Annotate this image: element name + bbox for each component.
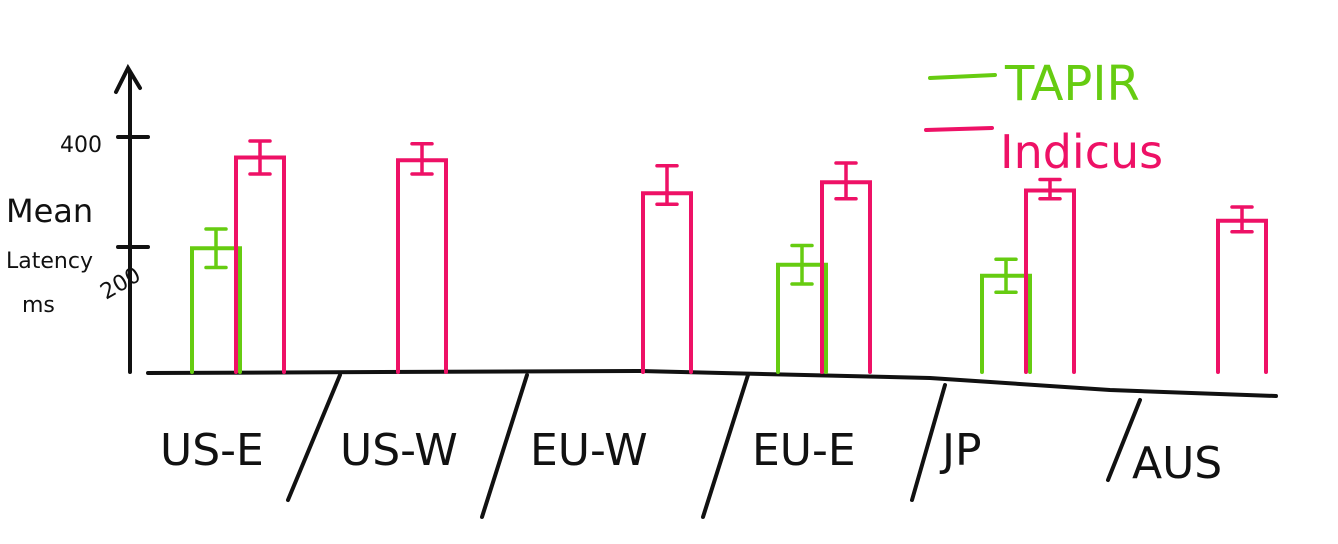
- x-axis: [146, 368, 1278, 398]
- error-bar-indicus-eu-w: [655, 164, 679, 206]
- bar-indicus-eu-w: [641, 191, 693, 374]
- bar-indicus-us-e: [234, 155, 286, 374]
- error-bar-indicus-aus: [1230, 205, 1254, 234]
- legend-swatch-tapir: [928, 73, 997, 80]
- legend-label-tapir: TAPIR: [1004, 56, 1140, 112]
- bar-indicus-aus: [1216, 218, 1268, 374]
- y-tick-label-400: 400: [60, 133, 102, 158]
- error-bar-indicus-us-w: [410, 142, 434, 176]
- bar-indicus-us-w: [396, 158, 448, 374]
- error-bar-tapir-jp: [994, 257, 1018, 294]
- category-label-aus: AUS: [1132, 438, 1222, 489]
- legend-label-indicus: Indicus: [1000, 125, 1163, 179]
- error-bar-indicus-eu-e: [834, 161, 858, 201]
- y-axis-arrow-icon: [114, 63, 142, 94]
- legend: TAPIR Indicus: [924, 56, 1163, 179]
- error-bar-tapir-eu-e: [790, 243, 814, 286]
- y-axis-label-line-3: ms: [22, 293, 55, 318]
- category-label-us-e: US-E: [160, 425, 264, 476]
- category-label-eu-e: EU-E: [752, 425, 856, 476]
- category-separators: [286, 373, 1142, 519]
- bar-indicus-eu-e: [820, 180, 872, 374]
- y-axis-label-line-2: Latency: [6, 249, 93, 274]
- category-label-jp: JP: [939, 425, 982, 476]
- bars: [190, 139, 1268, 374]
- y-axis: [114, 63, 150, 374]
- category-labels: US-E US-W EU-W EU-E JP AUS: [160, 425, 1222, 489]
- error-bar-indicus-us-e: [248, 139, 272, 176]
- y-tick-label-200: 200: [96, 263, 145, 306]
- bar-indicus-jp: [1024, 188, 1076, 374]
- category-label-eu-w: EU-W: [530, 425, 648, 476]
- legend-swatch-indicus: [924, 126, 994, 132]
- error-bar-tapir-us-e: [204, 227, 228, 270]
- y-axis-label-line-1: Mean: [6, 192, 93, 230]
- error-bar-indicus-jp: [1038, 177, 1062, 201]
- category-label-us-w: US-W: [340, 425, 458, 476]
